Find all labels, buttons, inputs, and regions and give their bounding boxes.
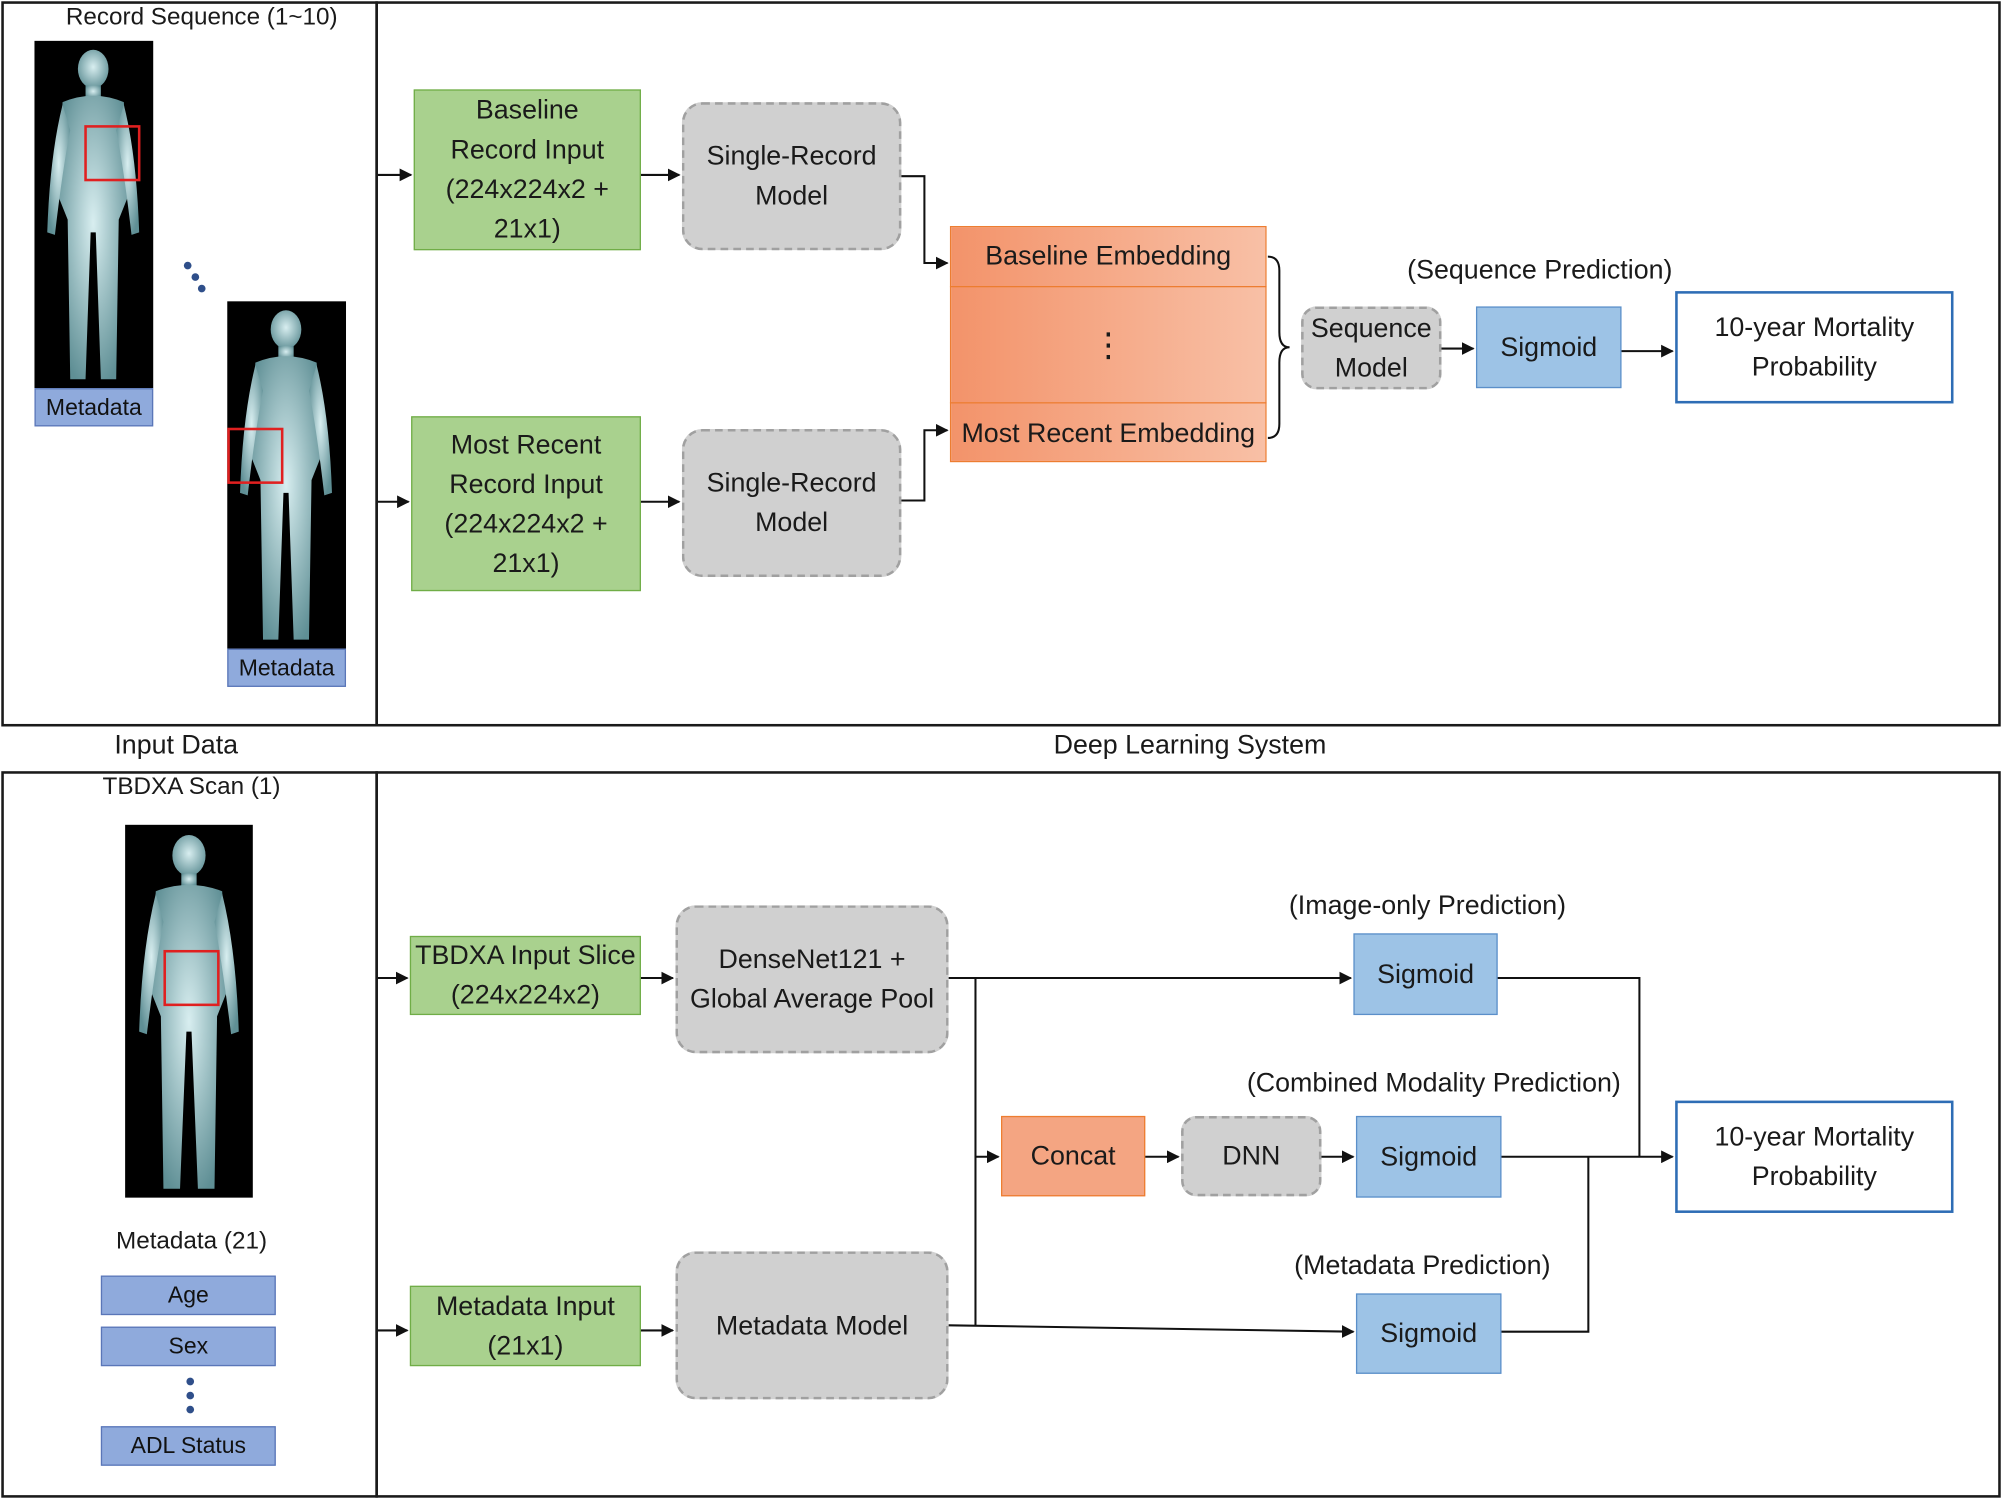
sigmoid-image-only: Sigmoid: [1353, 933, 1498, 1016]
body-silhouette-icon: [240, 310, 332, 640]
sequence-prediction-label: (Sequence Prediction): [1407, 255, 1673, 285]
densenet-model: DenseNet121 + Global Average Pool: [675, 905, 949, 1054]
record-sequence-label: Record Sequence (1~10): [65, 3, 338, 31]
crop-region-box: [227, 427, 284, 484]
image-to-output-line: [1497, 977, 1641, 1157]
sequence-dot: [191, 273, 200, 281]
metadata-dot: [186, 1391, 195, 1400]
body-scan-image: [34, 40, 154, 389]
metadata-adl-status: ADL Status: [100, 1426, 276, 1466]
sequence-dot: [183, 261, 192, 270]
metadata-sex: Sex: [100, 1326, 276, 1367]
sigmoid-metadata: Sigmoid: [1355, 1293, 1502, 1374]
dnn-block: DNN: [1181, 1115, 1322, 1197]
concat-block: Concat: [1001, 1115, 1146, 1197]
meta-to-output-line: [1501, 1156, 1590, 1333]
body-scan-image: [227, 301, 347, 649]
sigmoid-sequence: Sigmoid: [1475, 306, 1622, 389]
input-data-label: Input Data: [114, 730, 239, 760]
tbdxa-scan-image: [125, 824, 253, 1198]
body-silhouette-icon: [139, 835, 239, 1189]
combined-prediction-label: (Combined Modality Prediction): [1246, 1068, 1621, 1099]
most-recent-record-input: Most Recent Record Input (224x224x2 + 21…: [411, 416, 641, 592]
single-record-model-top: Single-Record Model: [681, 102, 902, 251]
most-recent-embedding: Most Recent Embedding: [949, 402, 1267, 462]
arrow-to-baseline-embedding: [901, 175, 949, 270]
embedding-ellipsis: ⋮: [1091, 324, 1125, 364]
baseline-embedding: Baseline Embedding: [949, 226, 1267, 288]
bottom-system-frame: [375, 771, 2001, 1498]
metadata-dot: [186, 1377, 195, 1386]
metadata-input: Metadata Input (21x1): [409, 1285, 641, 1367]
embedding-stack: [949, 225, 1267, 463]
embedding-brace: [1267, 255, 1290, 439]
body-silhouette-icon: [47, 49, 140, 380]
top-system-frame: [375, 1, 2001, 727]
arrow-to-recent-embedding: [901, 423, 949, 502]
mortality-output-bottom: 10-year Mortality Probability: [1675, 1100, 1954, 1213]
metadata-model: Metadata Model: [675, 1251, 949, 1400]
metadata-tag: Metadata: [34, 388, 154, 427]
baseline-record-input: Baseline Record Input (224x224x2 + 21x1): [413, 89, 641, 251]
crop-region-box: [163, 949, 220, 1007]
metadata-count-label: Metadata (21): [115, 1228, 268, 1256]
metadata-age: Age: [100, 1275, 276, 1316]
arrow-to-sigmoid-meta: [948, 1324, 1355, 1338]
sequence-dot: [197, 284, 206, 293]
single-record-model-bottom: Single-Record Model: [681, 429, 902, 578]
metadata-prediction-label: (Metadata Prediction): [1294, 1251, 1551, 1281]
sigmoid-combined: Sigmoid: [1355, 1115, 1502, 1198]
deep-learning-system-label: Deep Learning System: [1053, 730, 1327, 760]
crop-region-box: [84, 125, 141, 182]
tbdxa-input-slice: TBDXA Input Slice (224x224x2): [409, 935, 641, 1016]
mortality-output-top: 10-year Mortality Probability: [1675, 291, 1954, 404]
tbdxa-scan-label: TBDXA Scan (1): [102, 773, 281, 801]
metadata-dot: [186, 1405, 195, 1414]
sequence-model: Sequence Model: [1301, 306, 1442, 390]
metadata-tag: Metadata: [227, 648, 347, 687]
image-only-prediction-label: (Image-only Prediction): [1288, 891, 1567, 921]
